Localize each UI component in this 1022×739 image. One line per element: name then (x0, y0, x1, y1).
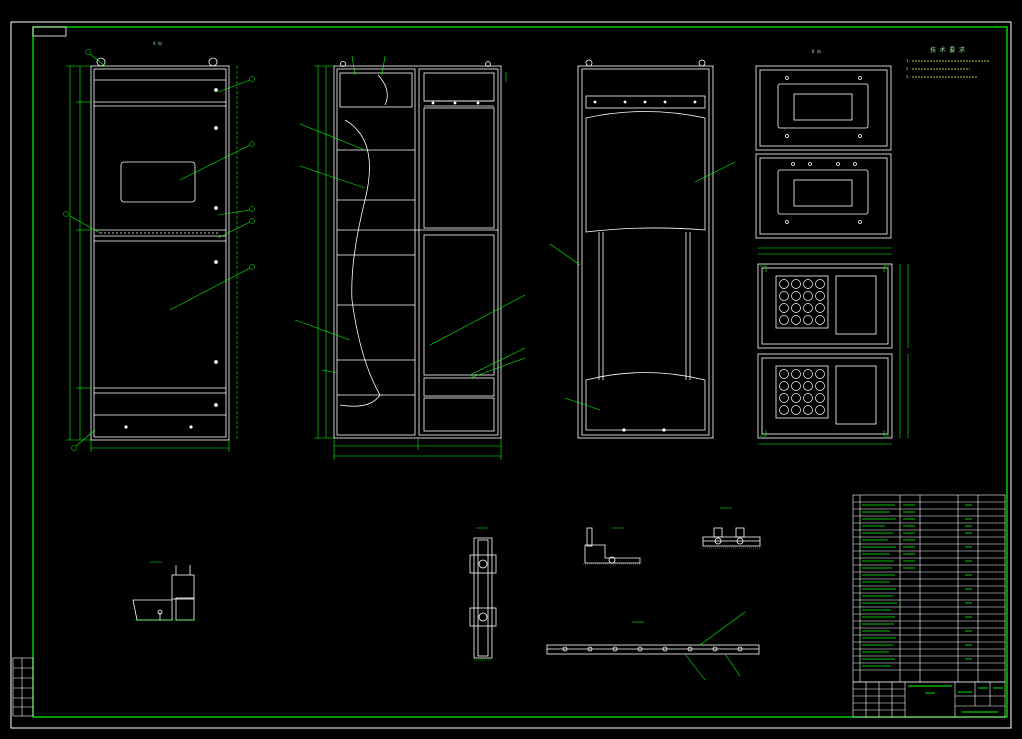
top-view-label: B 向 (812, 48, 821, 54)
bom-table (852, 494, 1006, 683)
tech-note-1: 1. (906, 59, 910, 63)
side-view (333, 61, 502, 439)
rear-view (577, 59, 714, 439)
tech-note-2: 2. (906, 67, 910, 71)
section-detail-5-marks (632, 611, 746, 681)
section-detail-3 (584, 527, 641, 564)
section-detail-4-marks (701, 507, 762, 549)
bottom-plan-dimensions (758, 247, 909, 445)
bottom-plan-view (757, 263, 893, 439)
section-detail-5 (546, 644, 760, 655)
section-detail-1-marks (134, 561, 196, 621)
front-view-label: A 向 (153, 40, 162, 46)
corner-tag-box (32, 26, 67, 37)
front-view-dimensions (66, 65, 238, 452)
tech-notes-title: 技 术 要 求 (930, 46, 965, 54)
title-block-entries (908, 685, 1003, 713)
inner-border (32, 26, 1008, 718)
bom-table-entries (862, 504, 972, 667)
front-view-balloons (63, 49, 255, 451)
left-margin-stamp (12, 657, 34, 717)
side-view-dimensions (314, 65, 507, 460)
front-view-leaders (69, 53, 251, 447)
tech-note-3: 3. (906, 75, 910, 79)
section-detail-4 (702, 527, 761, 547)
bottom-plan-holes (779, 279, 825, 415)
side-view-leaders (294, 55, 526, 379)
rear-view-leaders (549, 161, 736, 411)
title-block (852, 681, 1006, 718)
section-detail-2 (469, 537, 497, 659)
front-view: A 向 (90, 40, 230, 441)
top-view: B 向 (755, 48, 892, 239)
tech-notes: 技 术 要 求 1. 2. 3. (906, 46, 990, 79)
section-detail-2-marks (474, 527, 492, 661)
section-detail-3-marks (583, 527, 642, 565)
outer-frame (10, 21, 1012, 729)
section-detail-1 (132, 565, 195, 621)
